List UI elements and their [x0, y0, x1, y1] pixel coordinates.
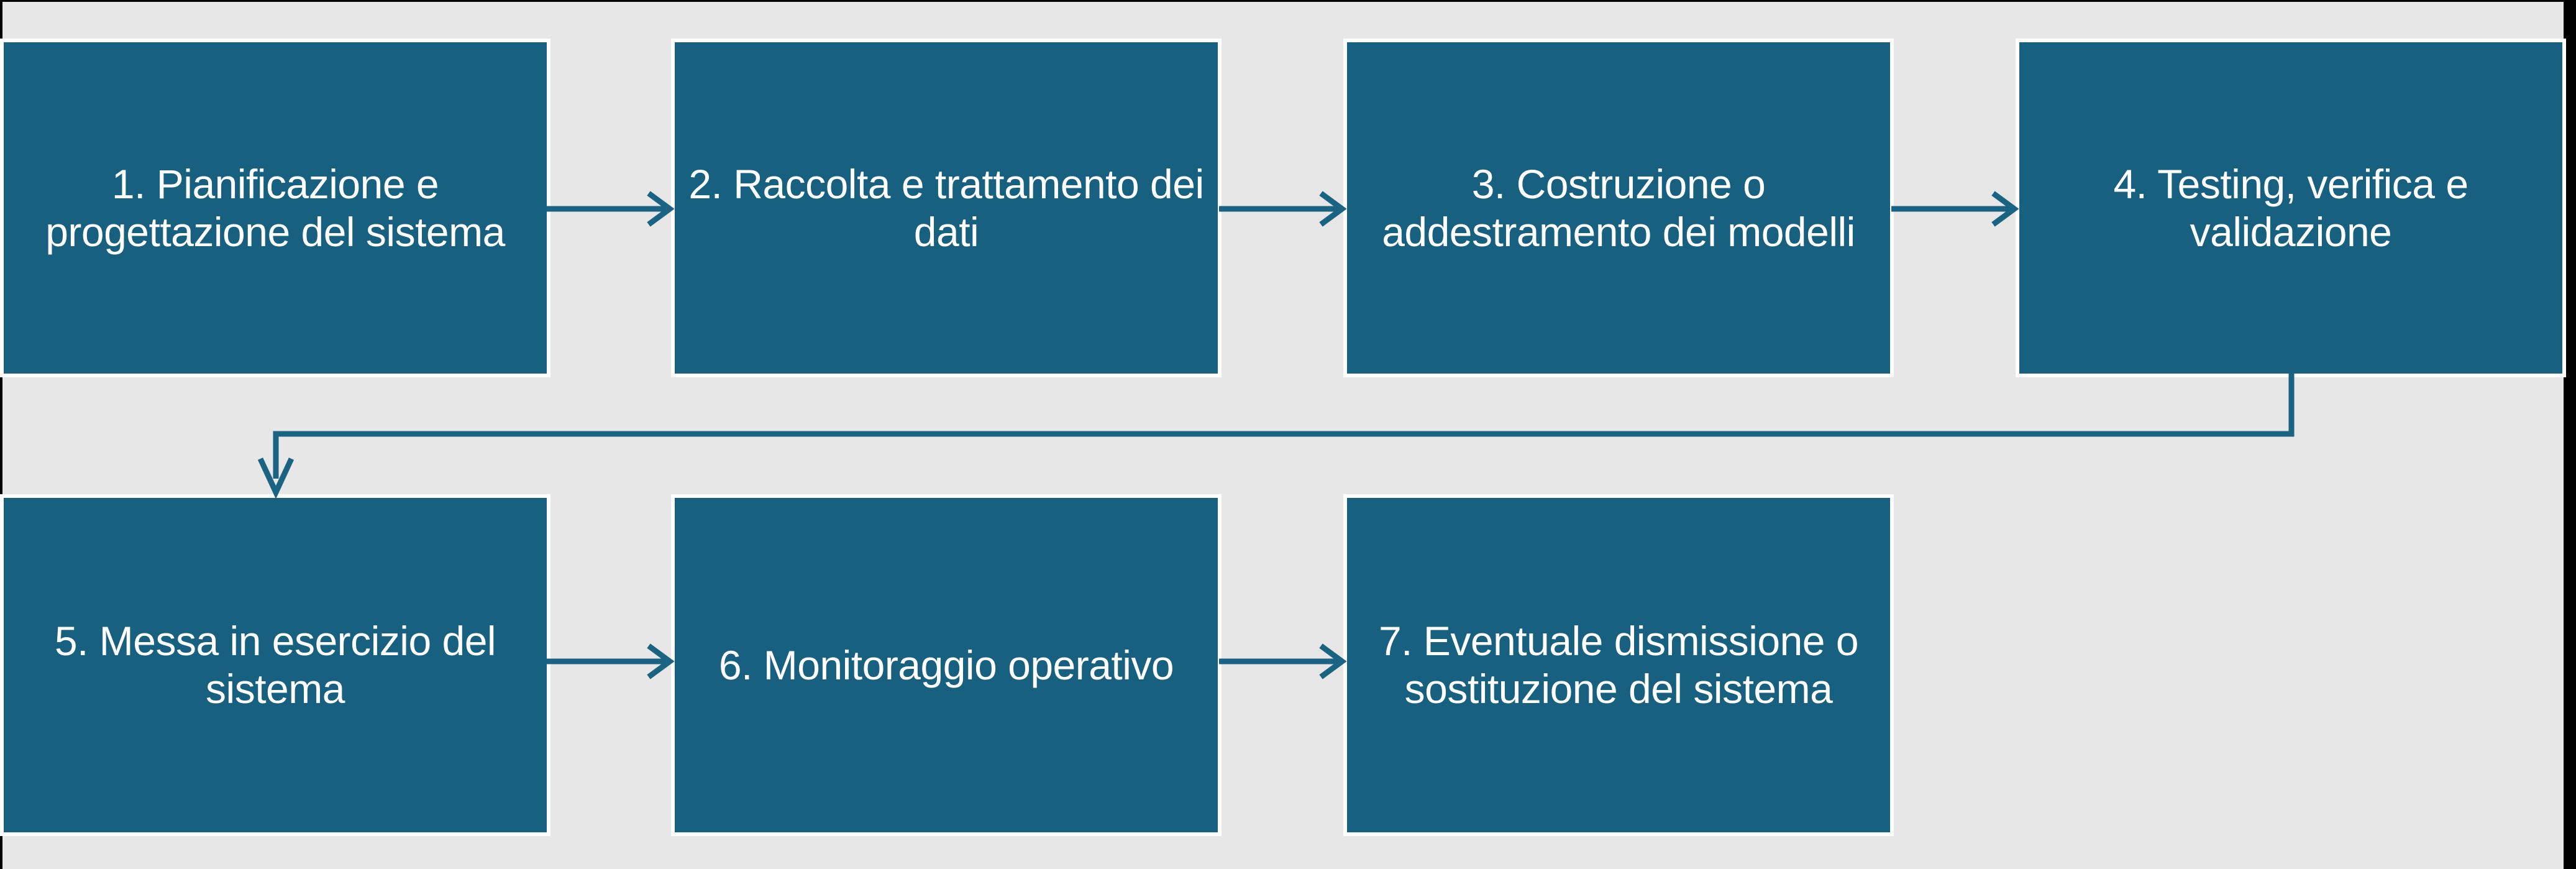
- connector-node4-to-node5: [249, 373, 2311, 500]
- process-node-2-label: 2. Raccolta e trattamento dei dati: [688, 160, 1204, 255]
- process-node-4-label: 4. Testing, verifica e validazione: [2113, 160, 2469, 255]
- slide-edge-right: [2564, 0, 2576, 869]
- connector-node2-to-node3: [1219, 186, 1347, 231]
- connector-node6-to-node7: [1219, 639, 1347, 684]
- process-node-7[interactable]: 7. Eventuale dismissione o sostituzione …: [1343, 494, 1894, 836]
- process-node-2[interactable]: 2. Raccolta e trattamento dei dati: [671, 39, 1222, 377]
- arrow-right-icon: [1219, 191, 1347, 227]
- process-node-4[interactable]: 4. Testing, verifica e validazione: [2016, 39, 2566, 377]
- elbow-arrow-down-left-icon: [257, 373, 2295, 499]
- connector-node3-to-node4: [1891, 186, 2019, 231]
- arrow-right-icon: [1219, 643, 1347, 679]
- process-node-7-label: 7. Eventuale dismissione o sostituzione …: [1378, 618, 1859, 712]
- process-node-6-label: 6. Monitoraggio operativo: [718, 641, 1174, 688]
- process-node-5-label: 5. Messa in esercizio del sistema: [54, 618, 496, 712]
- arrow-right-icon: [547, 191, 675, 227]
- slide-edge-top: [0, 0, 2576, 2]
- process-node-1[interactable]: 1. Pianificazione e progettazione del si…: [0, 39, 550, 377]
- process-node-3-label: 3. Costruzione o addestramento dei model…: [1382, 160, 1855, 255]
- arrow-right-icon: [1891, 191, 2019, 227]
- process-node-5[interactable]: 5. Messa in esercizio del sistema: [0, 494, 550, 836]
- connector-node5-to-node6: [547, 639, 675, 684]
- process-node-1-label: 1. Pianificazione e progettazione del si…: [45, 160, 505, 255]
- slide-edge-left: [0, 0, 2, 869]
- process-node-3[interactable]: 3. Costruzione o addestramento dei model…: [1343, 39, 1894, 377]
- connector-node1-to-node2: [547, 186, 675, 231]
- arrow-right-icon: [547, 643, 675, 679]
- process-node-6[interactable]: 6. Monitoraggio operativo: [671, 494, 1222, 836]
